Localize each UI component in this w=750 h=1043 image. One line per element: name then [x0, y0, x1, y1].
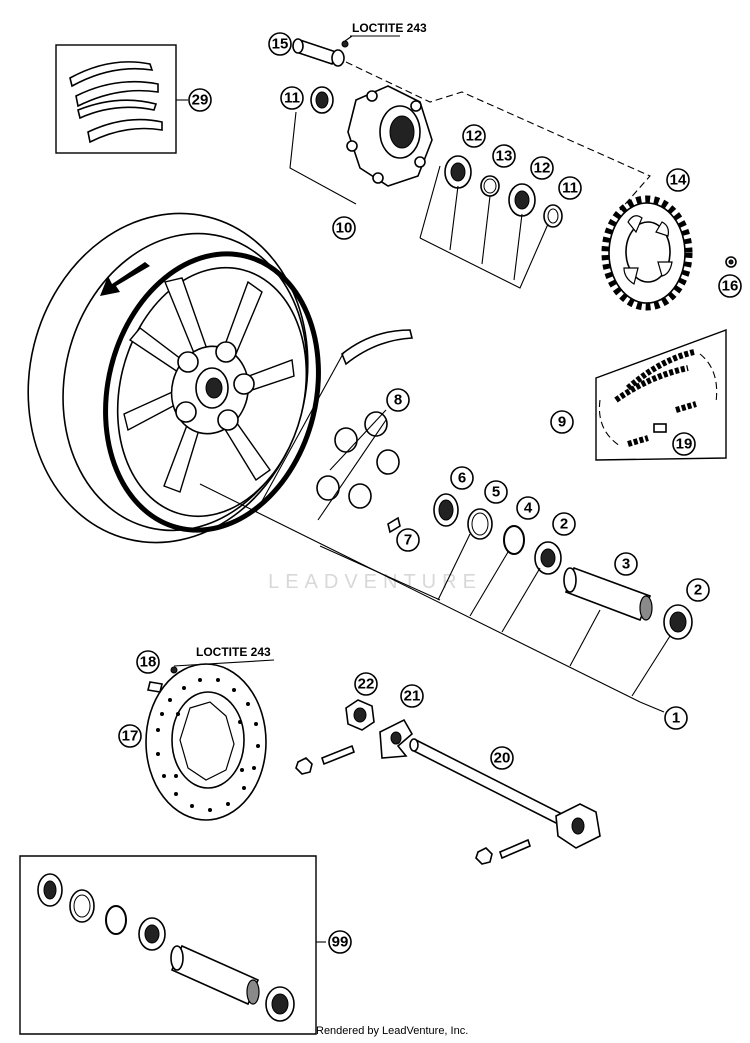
callout-11-right: 11 — [558, 176, 582, 200]
sprocket-carrier-assembly — [289, 35, 651, 289]
svg-text:20: 20 — [494, 750, 511, 767]
svg-text:22: 22 — [358, 676, 375, 693]
footer-credit: Rendered by LeadVenture, Inc. — [316, 1025, 468, 1037]
svg-text:16: 16 — [722, 278, 739, 295]
loctite-note-disc: LOCTITE 243 — [196, 645, 271, 659]
disc-screw — [147, 681, 163, 693]
callout-5: 5 — [484, 480, 508, 504]
svg-text:6: 6 — [458, 470, 466, 487]
svg-text:10: 10 — [336, 220, 353, 237]
svg-text:19: 19 — [676, 436, 693, 453]
callout-16: 16 — [718, 274, 742, 298]
svg-text:12: 12 — [534, 160, 551, 177]
rear-wheel — [27, 212, 321, 544]
hub-bearing-set — [433, 493, 562, 575]
svg-text:2: 2 — [560, 516, 568, 533]
watermark: LEADVENTURE — [268, 571, 482, 593]
svg-text:4: 4 — [524, 500, 533, 517]
bearing-kit-box — [19, 855, 326, 1035]
callout-11-left: 11 — [280, 86, 304, 110]
svg-text:1: 1 — [672, 710, 680, 727]
callout-22: 22 — [354, 672, 378, 696]
svg-text:9: 9 — [558, 414, 566, 431]
callout-14: 14 — [666, 168, 690, 192]
svg-text:8: 8 — [394, 392, 402, 409]
svg-text:21: 21 — [404, 688, 421, 705]
svg-text:15: 15 — [272, 36, 289, 53]
rim-sticker — [341, 329, 414, 366]
svg-text:99: 99 — [332, 934, 349, 951]
svg-text:3: 3 — [622, 556, 630, 573]
svg-text:5: 5 — [492, 484, 500, 501]
callout-99: 99 — [328, 930, 352, 954]
callout-12-right: 12 — [530, 156, 554, 180]
svg-text:29: 29 — [192, 92, 209, 109]
spacer-sleeve — [563, 566, 653, 622]
svg-text:18: 18 — [140, 654, 157, 671]
svg-text:13: 13 — [496, 148, 513, 165]
callout-13: 13 — [492, 144, 516, 168]
spacer-set — [316, 409, 400, 521]
svg-text:11: 11 — [284, 90, 300, 107]
chain-kit-box — [595, 328, 727, 461]
svg-text:12: 12 — [466, 128, 483, 145]
callout-17: 17 — [118, 724, 142, 748]
callout-1: 1 — [664, 706, 688, 730]
svg-text:14: 14 — [670, 172, 687, 189]
callout-19: 19 — [672, 432, 696, 456]
svg-text:11: 11 — [562, 180, 578, 197]
callout-29: 29 — [188, 88, 212, 112]
svg-text:2: 2 — [694, 582, 702, 599]
callout-20: 20 — [490, 746, 514, 770]
callout-7: 7 — [396, 528, 420, 552]
callout-18: 18 — [136, 650, 160, 674]
loctite-note-top: LOCTITE 243 — [352, 21, 427, 35]
axle-assembly — [295, 699, 601, 865]
callout-12-left: 12 — [462, 124, 486, 148]
callout-2-upper: 2 — [552, 512, 576, 536]
svg-text:7: 7 — [404, 532, 412, 549]
callout-10: 10 — [332, 216, 356, 240]
callout-2-right: 2 — [686, 578, 710, 602]
screw — [387, 516, 401, 534]
callout-4: 4 — [516, 496, 540, 520]
callout-15: 15 — [268, 32, 292, 56]
sticker-kit-box — [55, 44, 188, 154]
brake-disc — [145, 663, 267, 821]
callout-6: 6 — [450, 466, 474, 490]
callout-8: 8 — [386, 388, 410, 412]
callout-9: 9 — [550, 410, 574, 434]
callout-3: 3 — [614, 552, 638, 576]
callout-21: 21 — [400, 684, 424, 708]
leader-lines — [199, 483, 671, 713]
rear-sprocket — [601, 195, 737, 311]
svg-text:17: 17 — [122, 728, 139, 745]
